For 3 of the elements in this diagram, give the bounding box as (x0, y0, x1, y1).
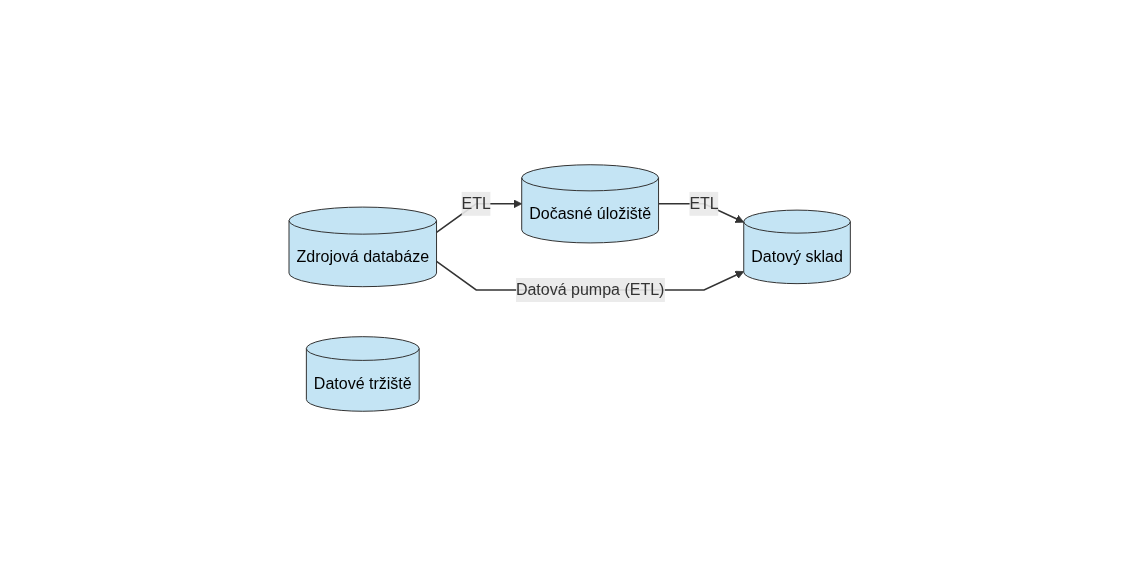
edge-label: Datová pumpa (ETL) (515, 280, 665, 298)
edge-label: ETL (689, 194, 719, 212)
edge-label: ETL (461, 194, 491, 212)
